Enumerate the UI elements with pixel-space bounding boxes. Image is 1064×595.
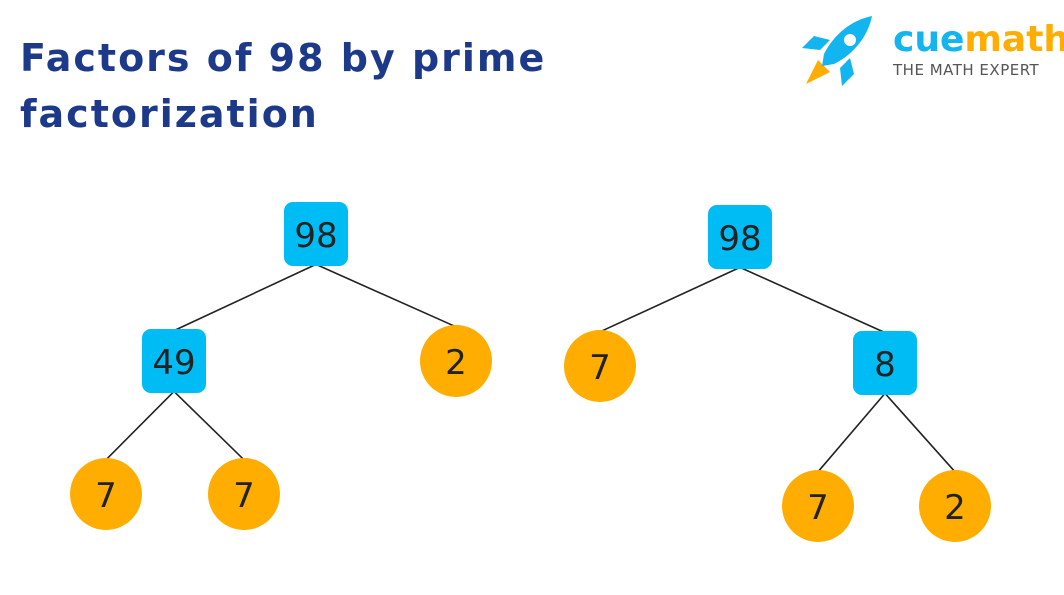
page-title: Factors of 98 by prime factorization	[20, 30, 580, 142]
brand-cue: cue	[893, 19, 965, 60]
node-label: 8	[874, 345, 896, 385]
edge-L-49-L-7b	[173, 390, 245, 461]
node-label: 7	[807, 488, 829, 528]
node-R-7: 7	[564, 330, 636, 402]
prime-node-circle	[919, 470, 991, 542]
prime-node-circle	[420, 325, 492, 397]
composite-node-box	[708, 205, 772, 269]
brand-math: math	[964, 19, 1064, 60]
title-line-2: factorization	[20, 92, 319, 136]
node-label: 2	[944, 488, 966, 528]
rocket-icon	[802, 16, 872, 86]
brand-tagline: THE MATH EXPERT	[893, 61, 1040, 79]
tree-nodes: 98 49 2 7 7 98 7 8 7 2	[70, 202, 991, 542]
brand-name: cuemath	[893, 20, 1064, 60]
prime-node-circle	[208, 458, 280, 530]
composite-node-box	[284, 202, 348, 266]
edge-L-root-L-2	[315, 263, 457, 328]
edge-R-root-R-8	[739, 266, 886, 334]
node-label: 98	[294, 216, 337, 256]
node-label: 98	[718, 219, 761, 259]
edge-L-49-L-7a	[105, 390, 175, 461]
node-R-7b: 7	[782, 470, 854, 542]
node-L-7a: 7	[70, 458, 142, 530]
prime-node-circle	[70, 458, 142, 530]
node-label: 7	[233, 476, 255, 516]
node-L-49: 49	[142, 329, 206, 393]
title-line-1: Factors of 98 by prime	[20, 36, 547, 80]
composite-node-box	[853, 331, 917, 395]
node-L-root: 98	[284, 202, 348, 266]
node-label: 7	[589, 348, 611, 388]
edge-R-8-R-2	[884, 392, 956, 473]
prime-node-circle	[782, 470, 854, 542]
edge-L-root-L-49	[173, 263, 317, 332]
node-R-root: 98	[708, 205, 772, 269]
node-label: 49	[152, 343, 195, 383]
node-L-2: 2	[420, 325, 492, 397]
node-label: 7	[95, 476, 117, 516]
node-L-7b: 7	[208, 458, 280, 530]
node-R-8: 8	[853, 331, 917, 395]
tree-edges	[105, 263, 956, 473]
edge-R-root-R-7	[599, 266, 741, 333]
node-R-2: 2	[919, 470, 991, 542]
composite-node-box	[142, 329, 206, 393]
cuemath-logo: cuemath THE MATH EXPERT	[800, 10, 1064, 90]
node-label: 2	[445, 343, 467, 383]
edge-R-8-R-7b	[817, 392, 886, 473]
prime-node-circle	[564, 330, 636, 402]
